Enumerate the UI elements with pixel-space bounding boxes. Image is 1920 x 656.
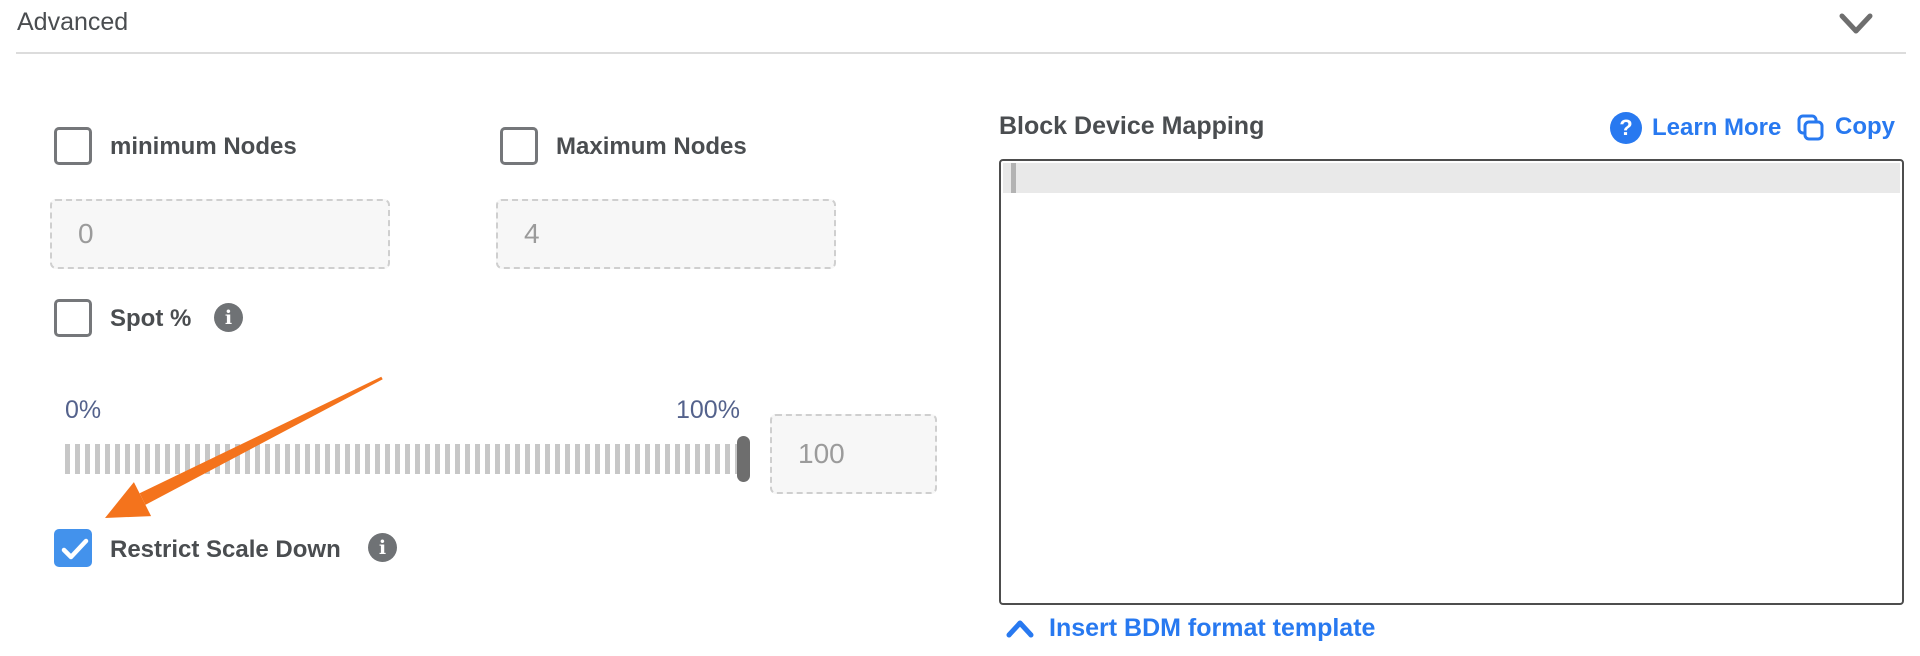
restrict-info-icon[interactable]: i	[368, 533, 397, 562]
editor-caret	[1011, 163, 1016, 193]
chevron-up-icon	[1006, 620, 1034, 637]
copy-icon	[1797, 114, 1824, 141]
annotation-arrow	[105, 376, 383, 518]
restrict-scale-down-label: Restrict Scale Down	[110, 536, 341, 563]
insert-bdm-template-label: Insert BDM format template	[1049, 614, 1376, 642]
maximum-nodes-input[interactable]	[496, 199, 836, 269]
section-divider	[16, 52, 1906, 54]
bdm-editor[interactable]	[999, 159, 1904, 605]
learn-more-link[interactable]: ? Learn More	[1610, 112, 1781, 144]
minimum-nodes-checkbox[interactable]	[54, 127, 92, 165]
spot-percent-value-input[interactable]	[770, 414, 937, 494]
slider-min-label: 0%	[65, 396, 102, 424]
help-question-icon: ?	[1610, 112, 1642, 144]
slider-max-label: 100%	[676, 396, 740, 424]
spot-info-icon[interactable]: i	[214, 303, 243, 332]
editor-active-line	[1003, 163, 1900, 193]
spot-percent-checkbox[interactable]	[54, 299, 92, 337]
insert-bdm-template-link[interactable]: Insert BDM format template	[1005, 614, 1375, 643]
minimum-nodes-label: minimum Nodes	[110, 133, 297, 160]
collapse-chevron-down-icon[interactable]	[1838, 12, 1874, 36]
minimum-nodes-input[interactable]	[50, 199, 390, 269]
copy-button[interactable]: Copy	[1795, 112, 1895, 142]
maximum-nodes-checkbox[interactable]	[500, 127, 538, 165]
spot-percent-slider-track[interactable]	[65, 444, 748, 474]
spot-percent-label: Spot %	[110, 305, 192, 332]
copy-label: Copy	[1835, 113, 1895, 140]
spot-percent-slider-handle[interactable]	[737, 436, 750, 482]
checkmark-icon	[61, 538, 89, 560]
maximum-nodes-label: Maximum Nodes	[556, 133, 747, 160]
restrict-scale-down-checkbox[interactable]	[54, 529, 92, 567]
learn-more-label: Learn More	[1652, 114, 1782, 141]
bdm-title: Block Device Mapping	[999, 112, 1265, 140]
section-title-advanced: Advanced	[17, 8, 129, 36]
